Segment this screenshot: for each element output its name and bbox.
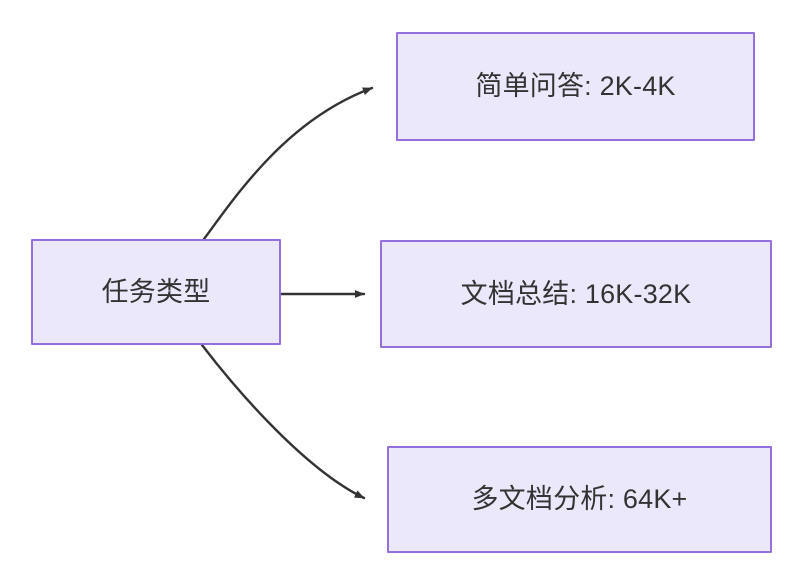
node-doc-summary-label: 文档总结: 16K-32K (460, 278, 692, 309)
node-simple-qa-label: 简单问答: 2K-4K (475, 71, 676, 102)
node-multi-doc-label: 多文档分析: 64K+ (471, 484, 688, 515)
node-task-type[interactable]: 任务类型 (31, 239, 281, 345)
edge-root-to-multi-doc (200, 343, 366, 500)
node-multi-doc[interactable]: 多文档分析: 64K+ (387, 446, 772, 553)
node-doc-summary[interactable]: 文档总结: 16K-32K (380, 240, 772, 348)
edge-root-to-simple-qa (202, 86, 374, 241)
node-task-type-label: 任务类型 (101, 276, 211, 307)
node-simple-qa[interactable]: 简单问答: 2K-4K (396, 32, 755, 141)
